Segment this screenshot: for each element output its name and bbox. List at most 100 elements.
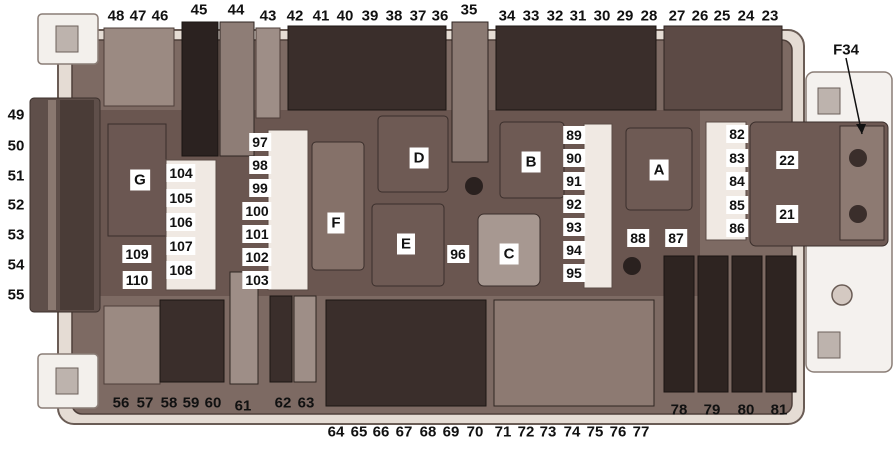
fuse-label-78: 78	[670, 401, 688, 419]
fuse-label-48: 48	[107, 7, 125, 25]
fuse-row-bottom-58-60	[159, 299, 225, 383]
fuse-label-80: 80	[737, 401, 755, 419]
fuse-label-101: 101	[242, 225, 272, 243]
fuse-row-bottom-71-77	[493, 299, 655, 407]
fuse-slot-45	[181, 21, 219, 157]
fuse-label-26: 26	[691, 7, 709, 25]
fuse-label-61: 61	[234, 397, 252, 415]
fuse-label-84: 84	[726, 172, 748, 190]
fuse-label-88: 88	[627, 229, 649, 247]
fuse-slot-63	[293, 295, 317, 383]
fuse-label-93: 93	[563, 218, 585, 236]
fuse-label-105: 105	[166, 189, 196, 207]
fuse-label-49: 49	[7, 106, 25, 124]
fuse-label-71: 71	[494, 423, 512, 441]
fuse-label-34: 34	[498, 7, 516, 25]
fuse-label-60: 60	[204, 394, 222, 412]
fuse-label-41: 41	[312, 7, 330, 25]
mount-hole-center	[465, 177, 483, 195]
fuse-label-53: 53	[7, 226, 25, 244]
fuse-label-39: 39	[361, 7, 379, 25]
fuse-label-100: 100	[242, 202, 272, 220]
fuse-label-58: 58	[160, 394, 178, 412]
fuse-label-95: 95	[563, 264, 585, 282]
fuse-label-57: 57	[136, 394, 154, 412]
fuse-label-110: 110	[122, 271, 152, 289]
fuse-label-44: 44	[227, 1, 245, 19]
mount-hole-right	[623, 257, 641, 275]
fuse-label-31: 31	[569, 7, 587, 25]
relay-label-c: C	[499, 243, 519, 265]
fuse-label-103: 103	[242, 271, 272, 289]
fuse-label-73: 73	[539, 423, 557, 441]
fuse-label-42: 42	[286, 7, 304, 25]
fuse-label-38: 38	[385, 7, 403, 25]
fuse-label-37: 37	[409, 7, 427, 25]
fuse-label-35: 35	[460, 1, 478, 19]
fuse-slot-78	[663, 255, 695, 393]
relay-label-d: D	[409, 147, 429, 169]
fuse-row-top-mid	[287, 25, 447, 111]
fuse-label-102: 102	[242, 248, 272, 266]
relay-label-g: G	[130, 169, 150, 191]
fuse-label-94: 94	[563, 241, 585, 259]
fuse-row-bottom-left	[103, 305, 161, 385]
relay-f	[311, 141, 365, 271]
fuse-label-70: 70	[466, 423, 484, 441]
fuse-label-24: 24	[737, 7, 755, 25]
fuse-slot-44	[219, 21, 255, 157]
fuse-label-29: 29	[616, 7, 634, 25]
fuse-label-66: 66	[372, 423, 390, 441]
fuse-label-51: 51	[7, 167, 25, 185]
fuse-label-106: 106	[166, 213, 196, 231]
fuse-label-99: 99	[249, 179, 271, 197]
fuse-label-79: 79	[703, 401, 721, 419]
fuse-label-47: 47	[129, 7, 147, 25]
fuse-label-108: 108	[166, 261, 196, 279]
fuse-label-59: 59	[182, 394, 200, 412]
fuse-label-77: 77	[632, 423, 650, 441]
fuse-label-86: 86	[726, 219, 748, 237]
fuse-label-30: 30	[593, 7, 611, 25]
fuse-label-55: 55	[7, 286, 25, 304]
fuse-label-81: 81	[770, 401, 788, 419]
fuse-label-90: 90	[563, 149, 585, 167]
fuse-label-68: 68	[419, 423, 437, 441]
fuse-slot-35	[451, 21, 489, 163]
fuse-label-28: 28	[640, 7, 658, 25]
fuse-label-64: 64	[327, 423, 345, 441]
fuse-label-69: 69	[442, 423, 460, 441]
fuse-label-52: 52	[7, 196, 25, 214]
fuse-label-104: 104	[166, 164, 196, 182]
fuse-label-25: 25	[713, 7, 731, 25]
f34-pointer-line	[845, 57, 863, 135]
relay-label-b: B	[521, 151, 541, 173]
fuse-label-97: 97	[249, 133, 271, 151]
fuse-label-f34: F34	[833, 41, 859, 59]
fuse-slot-79	[697, 255, 729, 393]
fuse-label-92: 92	[563, 195, 585, 213]
fuse-label-87: 87	[665, 229, 687, 247]
fuse-column-89-95	[583, 123, 613, 289]
fuse-row-bottom-64-70	[325, 299, 487, 407]
fuse-label-32: 32	[546, 7, 564, 25]
fuse-label-56: 56	[112, 394, 130, 412]
fuse-slot-81	[765, 255, 797, 393]
fuse-label-75: 75	[586, 423, 604, 441]
fuse-label-22: 22	[776, 151, 798, 169]
fuse-label-23: 23	[761, 7, 779, 25]
fuse-label-72: 72	[517, 423, 535, 441]
fuse-label-62: 62	[274, 394, 292, 412]
fuse-label-82: 82	[726, 125, 748, 143]
fuse-label-46: 46	[151, 7, 169, 25]
fuse-label-107: 107	[166, 237, 196, 255]
fuse-label-98: 98	[249, 156, 271, 174]
fuse-column-97-103	[267, 129, 309, 291]
fuse-row-top-left	[103, 27, 175, 107]
fuse-label-89: 89	[563, 126, 585, 144]
fuse-label-91: 91	[563, 172, 585, 190]
fuse-label-33: 33	[522, 7, 540, 25]
fuse-label-21: 21	[776, 205, 798, 223]
